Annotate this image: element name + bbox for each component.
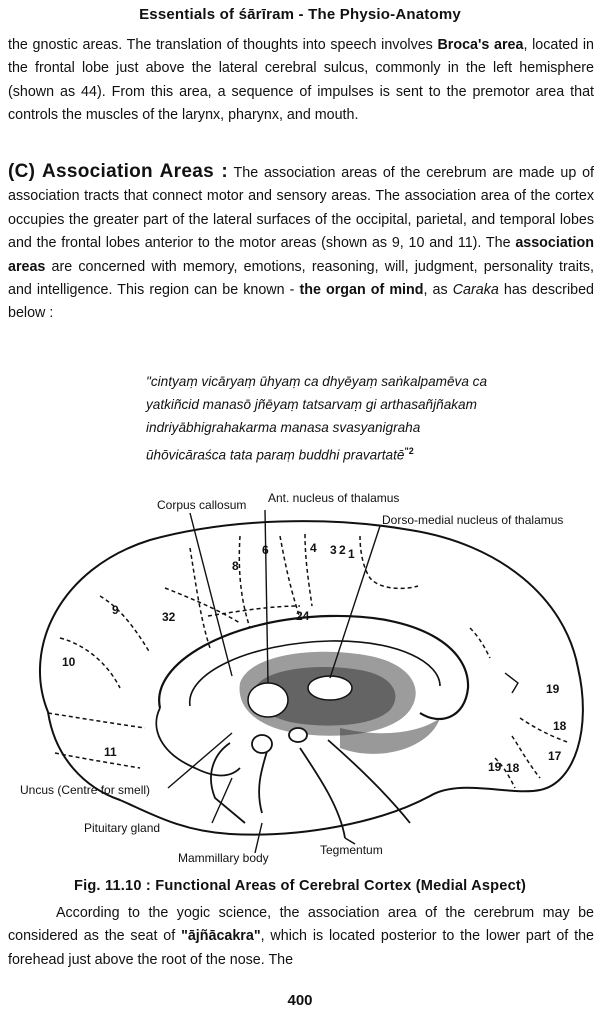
ant-nucleus-label: Ant. nucleus of thalamus [268, 491, 399, 505]
page-number: 400 [287, 992, 313, 1009]
mammillary-label: Mammillary body [178, 851, 269, 865]
assoc-text-1: The association areas of the cerebrum ar… [8, 165, 594, 252]
area-24: 24 [296, 609, 310, 623]
association-areas-term: association areas [8, 235, 594, 275]
area-2: 2 [339, 543, 346, 557]
area-6: 6 [262, 543, 269, 557]
closing-text-2: , which is located posterior to the lowe… [8, 928, 594, 968]
assoc-text-2: are concerned with memory, emotions, rea… [8, 258, 594, 299]
area-19-lower: 19 [488, 760, 502, 774]
area-9: 9 [112, 603, 119, 617]
area-11: 11 [104, 745, 117, 759]
verse-line-4: ūhōvicāraśca tata paraṃ buddhi pravartat… [146, 440, 596, 467]
sanskrit-verse: "cintyaṃ vicāryaṃ ūhyaṃ ca dhyēyaṃ saṅka… [146, 370, 596, 466]
assoc-text-4: has described below : [8, 282, 594, 322]
area-4: 4 [310, 541, 317, 555]
brain-diagram: Corpus callosum Ant. nucleus of thalamus… [20, 491, 584, 865]
ajna-term: "ājñācakra" [181, 928, 261, 945]
area-3: 3 [330, 543, 337, 557]
brocas-area-term: Broca's area [437, 37, 524, 53]
verse-line-2: yatkiñcid manasō jñēyaṃ tatsarvaṃ gi art… [146, 397, 477, 413]
corpus-callosum-label: Corpus callosum [157, 498, 246, 512]
intro-paragraph: the gnostic areas. The translation of th… [8, 34, 594, 128]
caraka-name: Caraka [452, 282, 499, 299]
area-8: 8 [232, 559, 239, 573]
brain-outline [39, 520, 584, 836]
figure-caption: Fig. 11.10 : Functional Areas of Cerebra… [73, 878, 527, 894]
area-17: 17 [548, 749, 562, 763]
area-1: 1 [348, 547, 355, 561]
verse-line-3: indriyābhigrahakarma manasa svasyanigrah… [146, 420, 421, 436]
area-10: 10 [62, 655, 76, 669]
area-18-upper: 18 [553, 719, 567, 733]
closing-text-1: According to the yogic science, the asso… [8, 905, 594, 945]
uncus-label: Uncus (Centre for smell) [20, 783, 150, 797]
intro-text-1: the gnostic areas. The translation of th… [8, 37, 438, 53]
organ-of-mind-term: the organ of mind [299, 282, 424, 299]
section-title: (C) Association Areas : [8, 161, 228, 182]
verse-line-1: "cintyaṃ vicāryaṃ ūhyaṃ ca dhyēyaṃ saṅka… [146, 374, 488, 389]
association-paragraph: (C) Association Areas : The association … [8, 160, 594, 326]
assoc-text-3: , as [423, 282, 453, 299]
verse-footnote: "2 [404, 445, 414, 456]
intro-text-2: , located in the frontal lobe just above… [8, 37, 594, 124]
page-header: Essentials of śārīram - The Physio-Anato… [139, 6, 461, 23]
area-32: 32 [162, 610, 176, 624]
closing-paragraph: According to the yogic science, the asso… [8, 902, 594, 972]
thalamus-region [239, 651, 440, 754]
brain-figure: Corpus callosum Ant. nucleus of thalamus… [0, 478, 600, 874]
pituitary-label: Pituitary gland [84, 821, 160, 835]
area-18-lower: 18 [506, 761, 520, 775]
tegmentum-label: Tegmentum [320, 843, 383, 857]
dorso-medial-label: Dorso-medial nucleus of thalamus [382, 513, 563, 527]
verse-line-4-text: ūhōvicāraśca tata paraṃ buddhi pravartat… [146, 447, 405, 463]
corpus-callosum [158, 614, 470, 721]
area-19-upper: 19 [546, 682, 560, 696]
